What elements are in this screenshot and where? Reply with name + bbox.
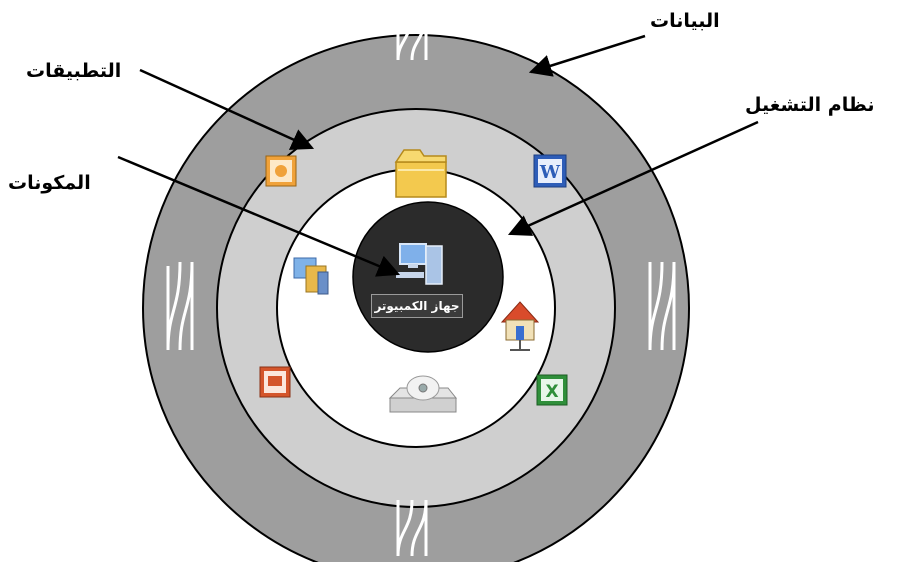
powerpoint-icon [259, 366, 291, 398]
ring-break-top [396, 9, 428, 61]
cd-drive-icon [388, 375, 458, 413]
ring-break-right [648, 261, 676, 351]
folder-icon [394, 149, 447, 198]
data-label: البيانات [650, 10, 720, 32]
word-icon: W [533, 154, 567, 188]
svg-text:W: W [539, 162, 561, 183]
ring-break-bottom [396, 499, 428, 557]
applications-arrow [139, 68, 315, 150]
components-label: المكونات [8, 172, 91, 194]
outlook-icon [265, 155, 297, 187]
computer-label: جهاز الكمبيوتر [371, 294, 463, 318]
computer-icon [396, 243, 443, 285]
svg-text:X: X [545, 382, 558, 402]
excel-icon: X [536, 374, 568, 406]
control-panel-icon [293, 257, 329, 295]
components-arrow [117, 155, 401, 277]
ring-break-left [166, 261, 194, 351]
data-arrow [528, 34, 646, 77]
applications-label: التطبيقات [26, 60, 122, 82]
operating-system-label: نظام التشغيل [745, 94, 875, 116]
network-home-icon [500, 301, 540, 351]
operating-system-arrow [507, 120, 759, 236]
